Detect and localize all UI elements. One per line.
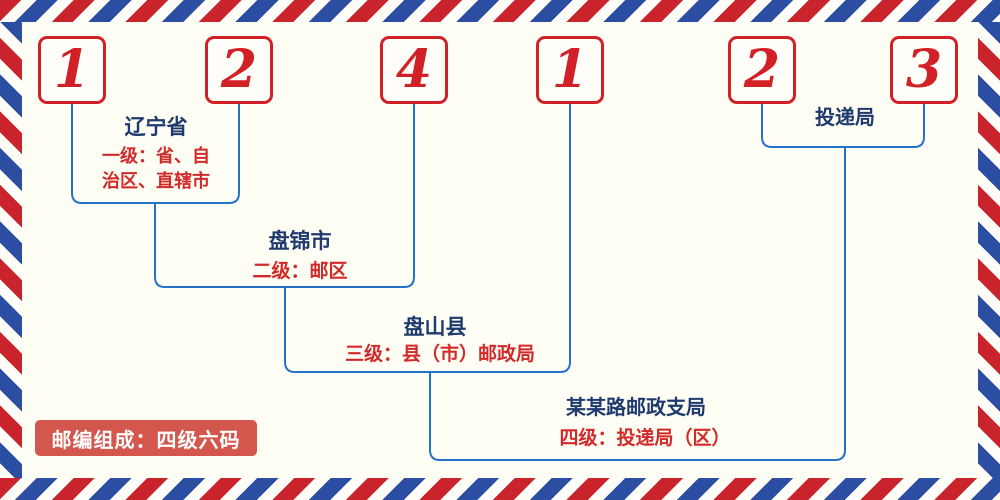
postal-digit-box: 3 [890, 36, 958, 104]
connector-level4 [429, 147, 846, 461]
level3-desc: 三级：县（市）邮政局 [344, 344, 535, 365]
postal-digit-box: 4 [380, 36, 448, 104]
connector-level3 [284, 104, 571, 373]
postal-digit-box: 1 [38, 36, 106, 104]
level2-name: 盘锦市 [268, 230, 332, 253]
level4-name: 某某路邮政支局 [566, 397, 706, 419]
level1-name: 辽宁省 [124, 116, 188, 139]
airmail-border-right [978, 0, 1000, 500]
connector-delivery [761, 104, 925, 148]
postal-digit: 3 [905, 39, 943, 100]
postal-digit-box: 2 [728, 36, 796, 104]
postal-digit: 4 [395, 39, 433, 100]
composition-badge: 邮编组成：四级六码 [35, 420, 257, 456]
postal-digit: 1 [53, 39, 91, 100]
airmail-border-bottom [0, 478, 1000, 500]
delivery-office-name: 投递局 [815, 107, 875, 129]
airmail-border-left [0, 0, 22, 500]
level2-desc: 二级：邮区 [252, 261, 348, 282]
level1-desc: 一级：省、自治区、直辖市 [102, 146, 210, 192]
postal-digit-box: 2 [205, 36, 273, 104]
level3-name: 盘山县 [403, 316, 467, 339]
level4-desc: 四级：投递局（区） [559, 428, 731, 449]
airmail-border-top [0, 0, 1000, 22]
postal-digit: 2 [743, 39, 781, 100]
postal-digit-box: 1 [536, 36, 604, 104]
postal-digit: 2 [220, 39, 258, 100]
postal-digit: 1 [551, 39, 589, 100]
